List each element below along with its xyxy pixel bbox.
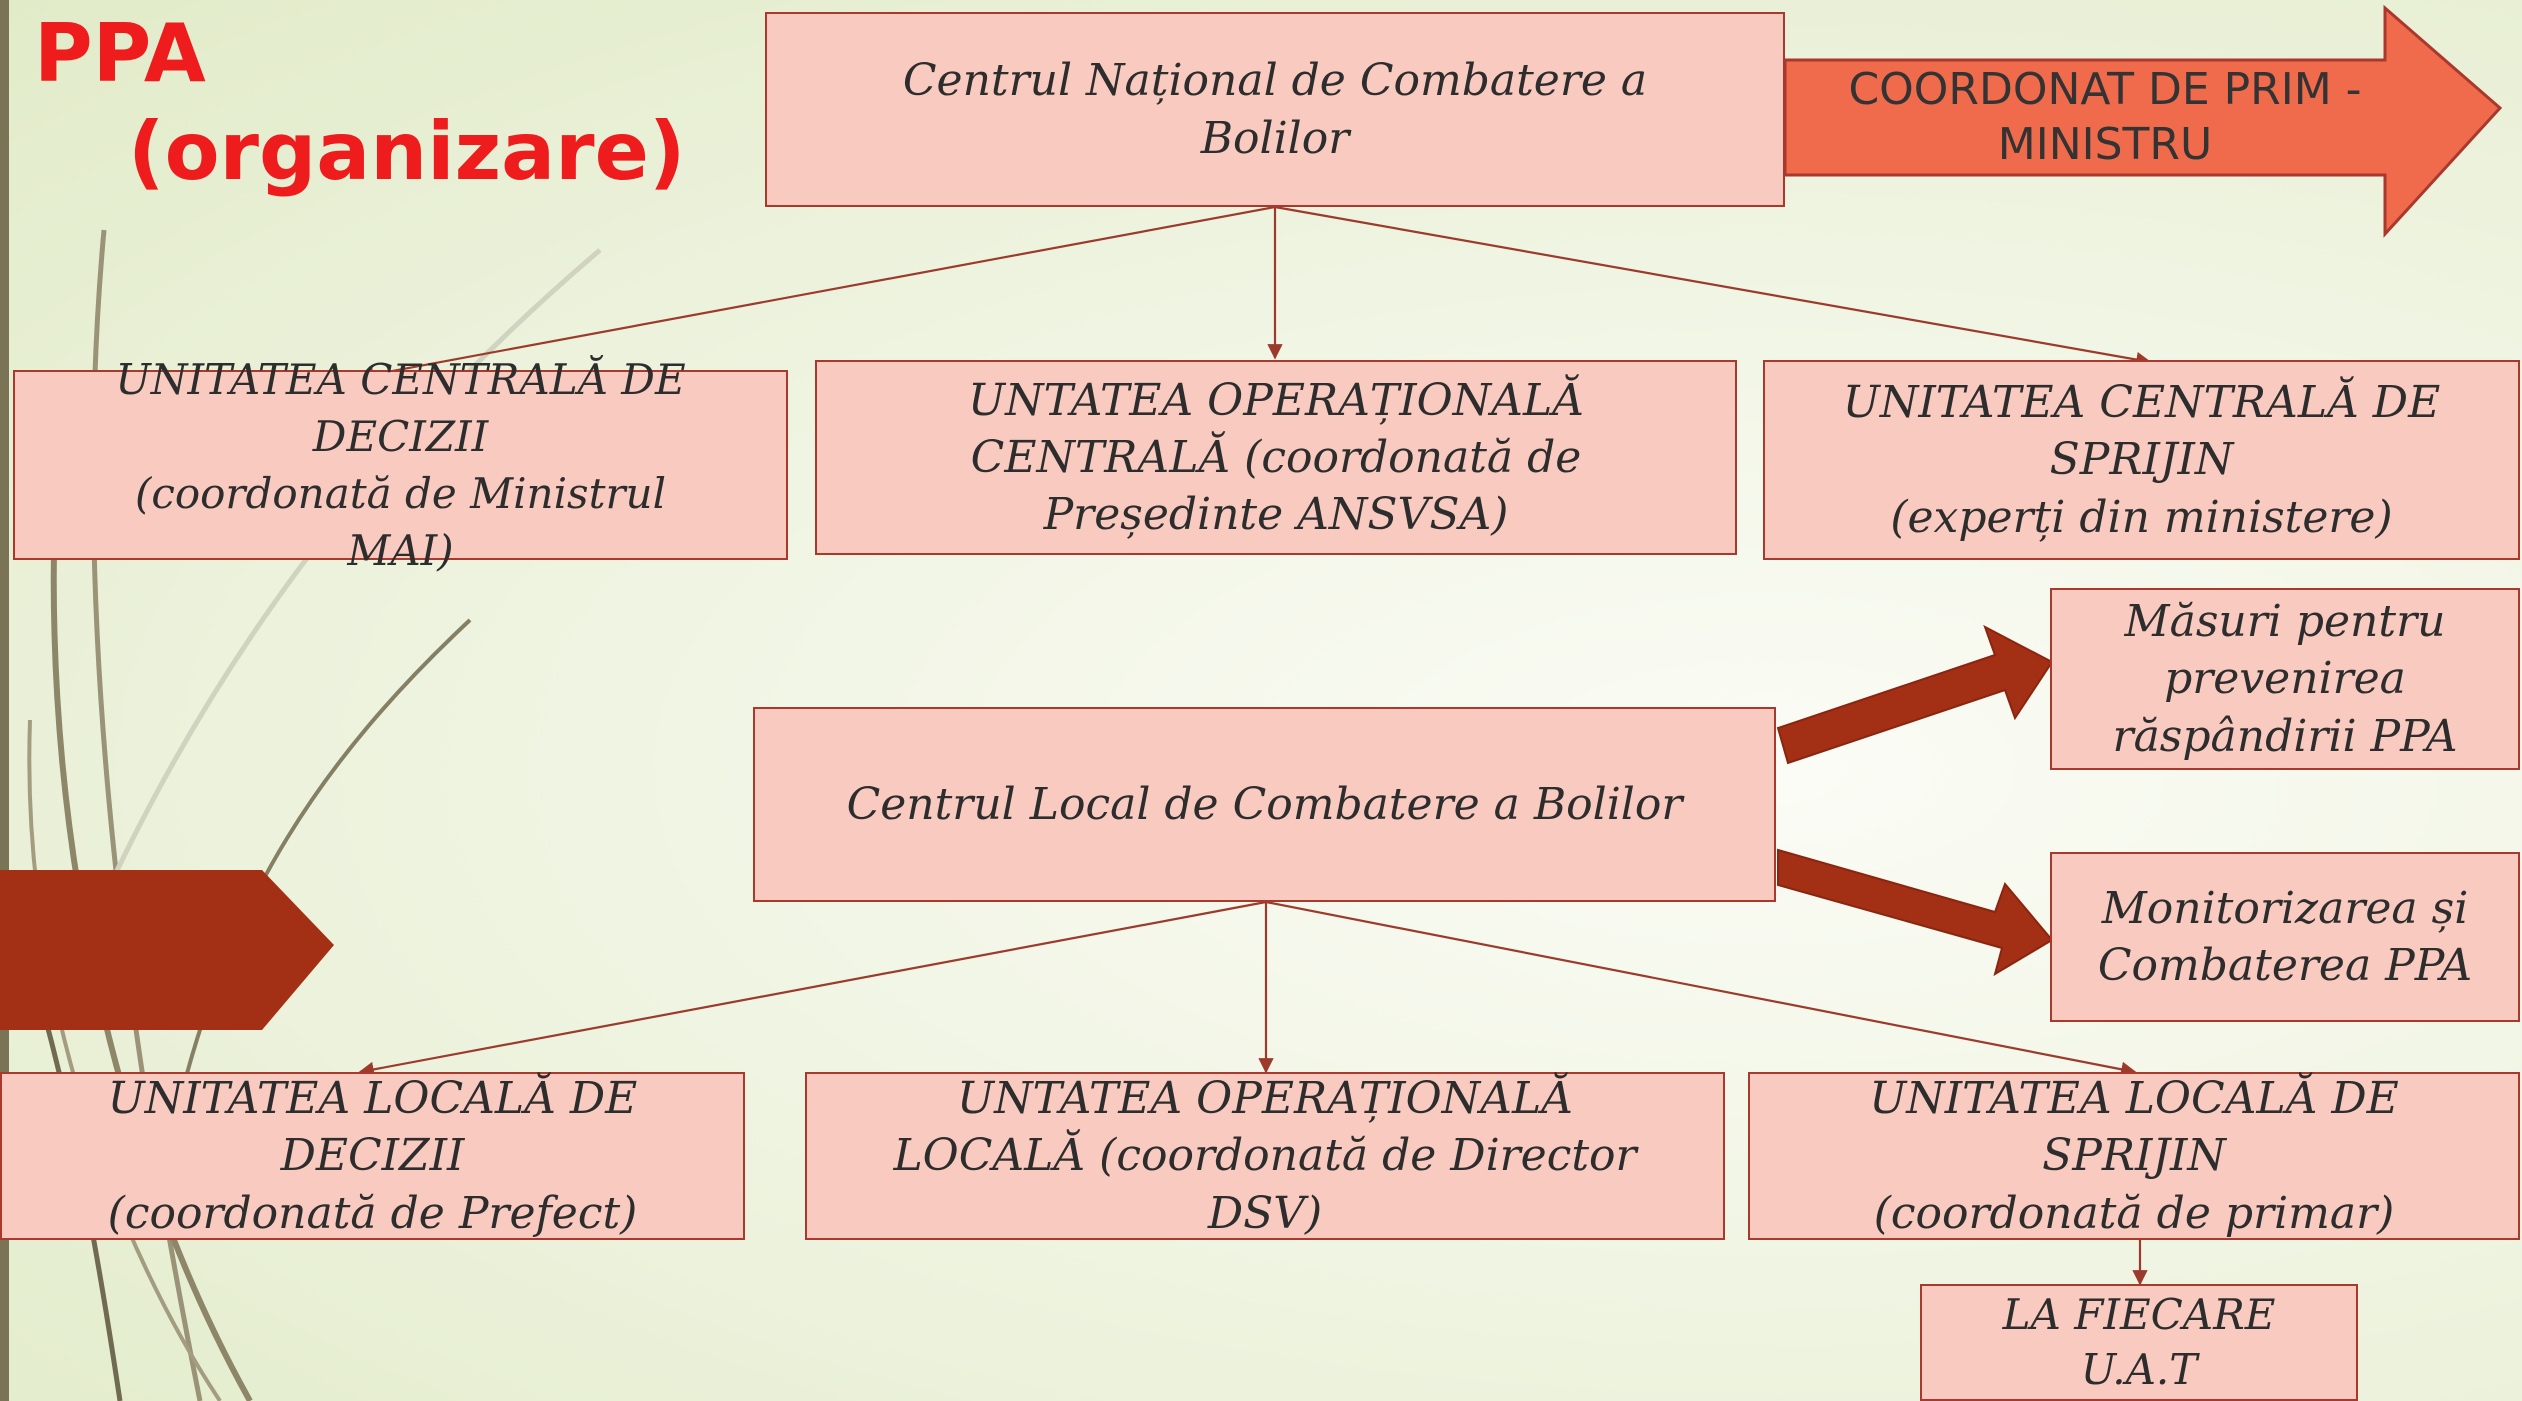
- central-support-line-1: UNITATEA CENTRALĂ DE: [1842, 377, 2441, 429]
- page-subtitle: (organizare): [128, 105, 686, 198]
- central-decision-line-1: UNITATEA CENTRALĂ DE: [115, 354, 686, 404]
- coordination-arrow-shape: [1783, 4, 2503, 238]
- coordination-arrow-label: COORDONAT DE PRIM - MINISTRU: [1790, 52, 2420, 182]
- left-chevron-decoration: [0, 870, 334, 1030]
- central-decision-line-4: MAI): [347, 526, 454, 576]
- national-center-box: Centrul Național de Combatere a Bolilor: [765, 12, 1785, 207]
- monitoring-line-1: Monitorizarea și: [2101, 882, 2469, 934]
- prevention-line-1: Măsuri pentru: [2124, 596, 2446, 648]
- monitoring-line-2: Combaterea PPA: [2097, 940, 2473, 991]
- central-operational-unit-box: UNTATEA OPERAȚIONALĂ CENTRALĂ (coordonat…: [815, 360, 1737, 555]
- coordination-line-2: MINISTRU: [1997, 119, 2213, 170]
- local-decision-line-3: (coordonată de Prefect): [107, 1187, 638, 1239]
- local-support-unit-box: UNITATEA LOCALĂ DE SPRIJIN (coordonată d…: [1748, 1072, 2520, 1240]
- central-support-unit-box: UNITATEA CENTRALĂ DE SPRIJIN (experți di…: [1763, 360, 2520, 560]
- connector-local-to-decision: [358, 900, 1267, 1078]
- national-center-line-1: Centrul Național de Combatere a: [902, 55, 1648, 107]
- connector-local-to-support: [1265, 900, 2137, 1077]
- page-title: PPA: [34, 7, 206, 100]
- local-decision-line-1: UNITATEA LOCALĂ DE: [107, 1073, 638, 1125]
- uat-line-2: U.A.T: [2080, 1344, 2198, 1394]
- local-center-box: Centrul Local de Combatere a Bolilor: [753, 707, 1776, 902]
- central-operational-line-3: Președinte ANSVSA): [1043, 489, 1509, 541]
- central-decision-line-2: DECIZII: [312, 411, 489, 461]
- local-decision-line-2: DECIZII: [280, 1130, 465, 1182]
- local-operational-line-3: DSV): [1207, 1187, 1323, 1239]
- central-decision-line-3: (coordonată de Ministrul: [134, 469, 667, 518]
- monitoring-box: Monitorizarea și Combaterea PPA: [2050, 852, 2520, 1022]
- coordination-line-1: COORDONAT DE PRIM -: [1848, 64, 2362, 115]
- local-operational-line-1: UNTATEA OPERAȚIONALĂ: [957, 1073, 1573, 1125]
- local-operational-unit-box: UNTATEA OPERAȚIONALĂ LOCALĂ (coordonată …: [805, 1072, 1725, 1240]
- block-arrow-monitoring: [1777, 848, 2054, 977]
- local-support-line-1: UNITATEA LOCALĂ DE: [1869, 1073, 2399, 1125]
- central-operational-line-2: CENTRALĂ (coordonată de: [970, 431, 1582, 483]
- uat-line-1: LA FIECARE: [2002, 1289, 2276, 1339]
- central-support-line-3: (experți din ministere): [1890, 491, 2393, 543]
- national-center-line-2: Bolilor: [1200, 112, 1350, 164]
- uat-box: LA FIECARE U.A.T: [1920, 1284, 2358, 1401]
- block-arrow-prevention: [1776, 624, 2054, 765]
- prevention-measures-box: Măsuri pentru prevenirea răspândirii PPA: [2050, 588, 2520, 770]
- local-operational-line-2: LOCALĂ (coordonată de Director: [893, 1130, 1637, 1182]
- prevention-line-2: prevenirea: [2164, 653, 2406, 705]
- local-support-line-2: SPRIJIN: [2042, 1130, 2226, 1182]
- central-decision-unit-box: UNITATEA CENTRALĂ DE DECIZII (coordonată…: [13, 355, 788, 575]
- central-operational-line-1: UNTATEA OPERAȚIONALĂ: [968, 374, 1584, 426]
- local-center-label: Centrul Local de Combatere a Bolilor: [846, 778, 1683, 830]
- local-support-line-3: (coordonată de primar): [1873, 1187, 2395, 1239]
- connector-national-to-support: [1274, 205, 2152, 368]
- connector-national-to-decision: [358, 205, 1276, 383]
- prevention-line-3: răspândirii PPA: [2112, 710, 2458, 762]
- central-support-line-2: SPRIJIN: [2049, 434, 2234, 486]
- local-decision-unit-box: UNITATEA LOCALĂ DE DECIZII (coordonată d…: [0, 1072, 745, 1240]
